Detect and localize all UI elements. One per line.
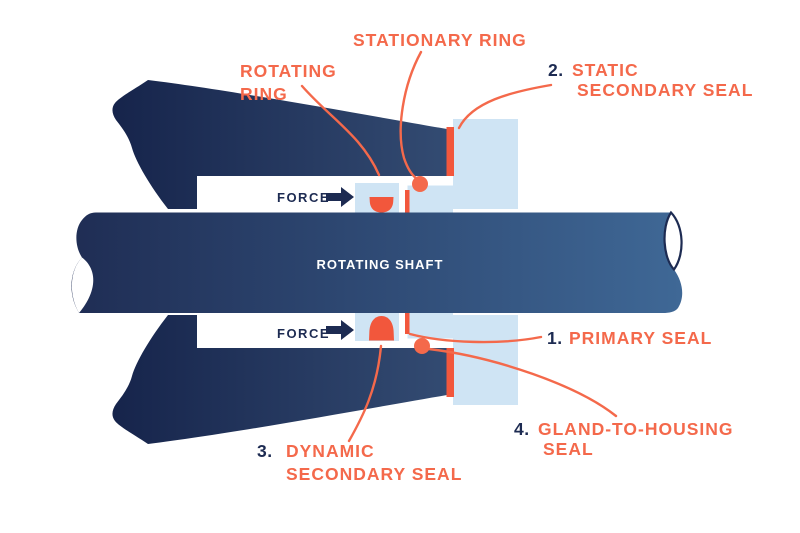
leader-dynamic-secondary [347, 344, 383, 443]
shaft-right-endcap [663, 210, 683, 272]
rotating-shaft [71, 212, 683, 313]
label-dynamic-secondary-number: 3. [257, 441, 273, 461]
label-stationary-ring: STATIONARY RING [353, 30, 527, 50]
label-static-secondary-line1: STATIC [572, 60, 639, 80]
label-primary-seal-number: 1. [547, 328, 563, 348]
label-rotating-ring-line2: RING [240, 84, 288, 104]
leader-gland-to-housing [427, 347, 618, 418]
label-static-secondary-number: 2. [548, 60, 564, 80]
label-gland-to-housing-number: 4. [514, 419, 530, 439]
shaft-label: ROTATING SHAFT [317, 257, 444, 272]
label-gland-to-housing-line1: GLAND-TO-HOUSING [538, 419, 734, 439]
leader-primary-seal [408, 332, 543, 344]
marker-dot-gland-to-housing [414, 338, 430, 354]
force-label-top: FORCE [277, 190, 330, 205]
force-label-bottom: FORCE [277, 326, 330, 341]
shaft-left-endcap [71, 257, 94, 313]
label-primary-seal: PRIMARY SEAL [569, 328, 712, 348]
label-rotating-ring-line1: ROTATING [240, 61, 337, 81]
leader-rotating-ring [300, 84, 381, 177]
label-dynamic-secondary-line2: SECONDARY SEAL [286, 464, 462, 484]
force-arrow-top-icon [326, 187, 354, 207]
label-dynamic-secondary-line1: DYNAMIC [286, 441, 375, 461]
leader-stationary-ring [399, 50, 423, 181]
marker-dot-stationary-ring [412, 176, 428, 192]
dynamic-secondary-seal-top [369, 197, 394, 213]
label-static-secondary-line2: SECONDARY SEAL [577, 80, 753, 100]
label-gland-to-housing-line2: SEAL [543, 439, 594, 459]
dynamic-secondary-seal-bottom [369, 316, 394, 341]
force-arrow-bottom-icon [326, 320, 354, 340]
leader-static-secondary [457, 83, 553, 130]
